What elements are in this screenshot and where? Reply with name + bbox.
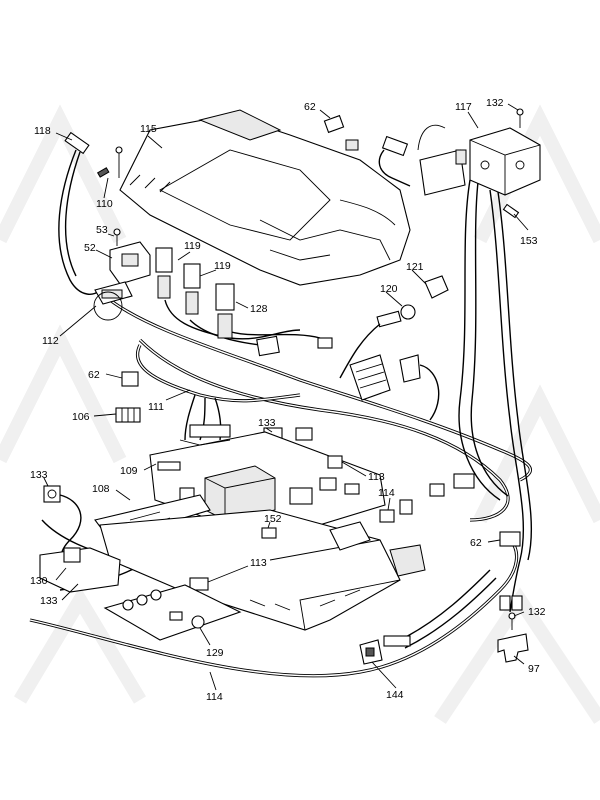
base-housing	[99, 509, 426, 631]
connector-top-right	[378, 135, 411, 187]
label-115: 115	[140, 123, 157, 135]
label-110: 110	[96, 198, 113, 210]
label-108: 108	[92, 483, 110, 495]
label-111: 111	[148, 401, 164, 413]
switch-128	[215, 283, 235, 339]
label-152: 152	[264, 513, 282, 525]
label-118: 118	[34, 125, 51, 137]
label-132-top: 132	[486, 97, 504, 109]
connector-center	[256, 335, 333, 357]
label-133-left: 133	[30, 469, 48, 481]
label-133-bottom: 133	[40, 595, 58, 607]
label-62-top: 62	[304, 101, 316, 113]
label-52: 52	[84, 242, 96, 254]
label-113-right: 113	[368, 471, 385, 483]
label-117: 117	[455, 101, 472, 113]
label-128: 128	[250, 303, 268, 315]
pin-153	[502, 203, 520, 219]
sensor-133-left	[43, 485, 61, 503]
label-132-bottom: 132	[528, 606, 546, 618]
display-board-129	[103, 584, 242, 641]
label-97: 97	[528, 663, 540, 675]
label-114-bottom: 114	[206, 691, 223, 703]
label-53: 53	[96, 224, 108, 236]
switch-119-mid	[183, 263, 201, 315]
clip-62-right	[499, 531, 521, 547]
connector-112	[93, 281, 133, 321]
label-62-left: 62	[88, 369, 100, 381]
leader-lines	[43, 103, 529, 691]
pcb-109	[149, 424, 386, 541]
label-153: 153	[520, 235, 538, 247]
transformer-117	[417, 108, 541, 196]
component-152	[261, 527, 277, 539]
label-62-right: 62	[470, 537, 482, 549]
connectors-114	[379, 473, 475, 523]
label-133-top: 133	[258, 417, 276, 429]
bracket-52-53	[109, 228, 151, 285]
label-109: 109	[120, 465, 138, 477]
multi-connector	[349, 354, 440, 421]
top-cover-115	[119, 109, 411, 286]
connector-113-right	[327, 455, 343, 469]
clip-62-top	[323, 114, 359, 151]
bracket-97	[497, 633, 529, 663]
sensor-118	[64, 131, 110, 178]
connector-106	[115, 407, 141, 423]
label-119-mid: 119	[214, 260, 231, 272]
label-119-left: 119	[184, 240, 201, 252]
screw-110	[115, 146, 123, 178]
label-121: 121	[406, 261, 424, 273]
label-129: 129	[206, 647, 224, 659]
watermark	[0, 104, 600, 724]
board-130	[39, 547, 121, 593]
label-114-mid: 114	[378, 487, 395, 499]
clip-62-left	[121, 371, 139, 387]
switch-144	[359, 635, 411, 665]
label-113-lower: 113	[250, 557, 267, 569]
label-144: 144	[386, 689, 404, 701]
label-120: 120	[380, 283, 398, 295]
label-130: 130	[30, 575, 48, 587]
connector-113-lower	[189, 577, 209, 591]
sensor-120	[339, 304, 416, 379]
clip-121	[424, 275, 449, 299]
label-106: 106	[72, 411, 90, 423]
label-112: 112	[42, 335, 59, 347]
callout-labels: 118 115 62 117 132 110 53 52 119 119 128…	[30, 97, 546, 703]
switch-119-left	[155, 247, 173, 299]
